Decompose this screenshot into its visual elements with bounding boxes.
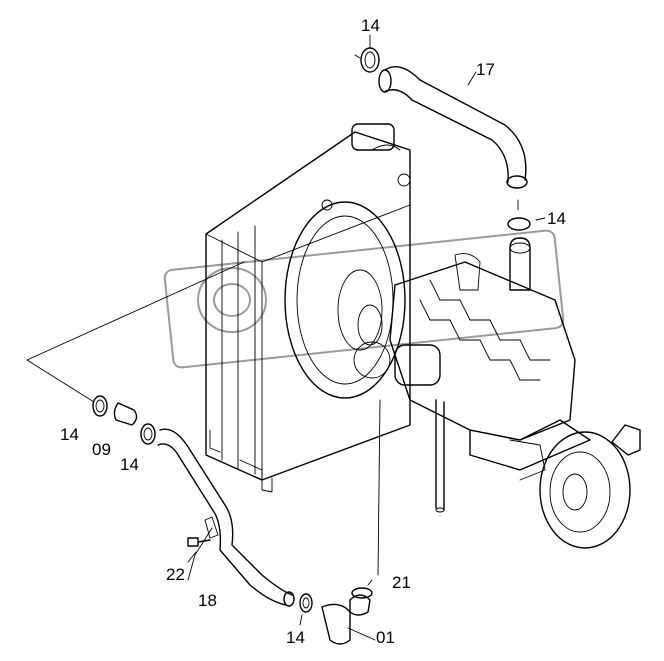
part-labels: 14 17 14 14 09 14 22 18 21 14 01 <box>60 16 566 647</box>
lower-pipe-18 <box>157 428 295 607</box>
bolt-22 <box>187 537 211 547</box>
upper-hose-17 <box>378 66 528 189</box>
label-14-top: 14 <box>361 16 380 35</box>
label-22: 22 <box>166 565 185 584</box>
label-17: 17 <box>476 60 495 79</box>
elbow-hose-01 <box>299 587 373 645</box>
hose-09-group <box>92 395 156 445</box>
label-14-bottom: 14 <box>286 628 305 647</box>
label-14-right: 14 <box>547 209 566 228</box>
label-21: 21 <box>392 573 411 592</box>
clamp-top <box>354 47 380 73</box>
label-01: 01 <box>376 628 395 647</box>
engine-block <box>353 253 591 513</box>
thermostat-outlet <box>507 217 531 291</box>
label-18: 18 <box>198 591 217 610</box>
leader-lines <box>26 34 546 641</box>
label-09: 09 <box>92 440 111 459</box>
label-14-left-a: 14 <box>60 425 79 444</box>
flywheel-housing <box>509 424 641 549</box>
fan-shroud <box>284 201 406 399</box>
radiator <box>205 123 411 493</box>
label-14-left-b: 14 <box>120 455 139 474</box>
watermark-logo <box>163 229 565 369</box>
